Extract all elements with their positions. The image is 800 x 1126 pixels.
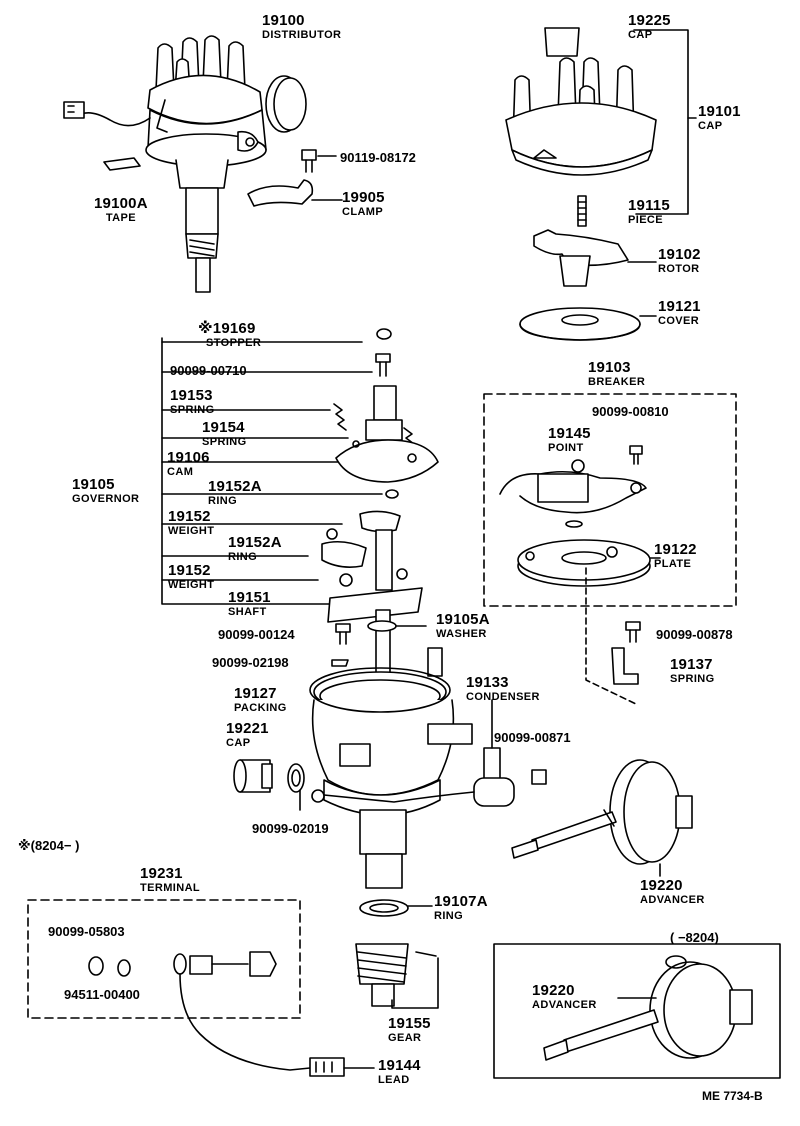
- washer-drawing: [367, 620, 397, 632]
- label-90099-00871: 90099-00871: [494, 730, 571, 745]
- old-vacuum-advancer-drawing: [543, 955, 753, 1061]
- label-19152-lower: 19152 WEIGHT: [168, 562, 215, 591]
- label-19153: 19153 SPRING: [170, 387, 215, 416]
- label-19221: 19221 CAP: [226, 720, 269, 749]
- label-19154: 19154 SPRING: [202, 419, 247, 448]
- label-19115: 19115 PIECE: [628, 197, 670, 226]
- label-19105A: 19105A WASHER: [436, 611, 490, 640]
- label-19122: 19122 PLATE: [654, 541, 697, 570]
- label-90099-00878: 90099-00878: [656, 627, 733, 642]
- production-note-from: ※(8204− ): [18, 838, 80, 853]
- screw-90099-00878-drawing: [625, 621, 641, 643]
- weight-lower-drawing: [321, 540, 367, 568]
- ring-19107A-drawing: [359, 899, 409, 917]
- label-19225: 19225 CAP: [628, 12, 671, 41]
- cam-drawing: [335, 385, 439, 483]
- production-note-to: ( −8204): [670, 930, 719, 945]
- breaker-point-drawing: [499, 459, 647, 528]
- spring-19137-drawing: [611, 647, 639, 685]
- gear-drawing: [355, 943, 437, 1007]
- terminal-parts-drawing: [173, 951, 277, 977]
- label-90099-00710: 90099-00710: [170, 363, 247, 378]
- terminal-group-outline: [27, 899, 301, 1019]
- label-19152-upper: 19152 WEIGHT: [168, 508, 215, 537]
- label-19144: 19144 LEAD: [378, 1057, 421, 1086]
- label-19127: 19127 PACKING: [234, 685, 287, 714]
- label-19155: 19155 GEAR: [388, 1015, 431, 1044]
- label-19133: 19133 CONDENSER: [466, 674, 540, 703]
- breaker-screw-drawing: [629, 445, 643, 465]
- label-19100A: 19100A TAPE: [94, 195, 148, 224]
- label-90099-02019: 90099-02019: [252, 821, 329, 836]
- label-90099-02198: 90099-02198: [212, 655, 289, 670]
- cap-19221-drawing: [233, 759, 273, 793]
- clamp-drawing: [247, 179, 314, 207]
- bolt-90119-08172-drawing: [301, 149, 337, 173]
- label-19151: 19151 SHAFT: [228, 589, 271, 618]
- label-90099-00124: 90099-00124: [218, 627, 295, 642]
- screw-90099-00871-drawing: [531, 769, 547, 785]
- label-19152A-upper: 19152A RING: [208, 478, 262, 507]
- label-19101: 19101 CAP: [698, 103, 741, 132]
- old-advancer-box: [493, 943, 781, 1079]
- label-90099-05803: 90099-05803: [48, 924, 125, 939]
- governor-bracket: [161, 337, 353, 605]
- label-19905: 19905 CLAMP: [342, 189, 385, 218]
- weight-upper-drawing: [359, 510, 401, 533]
- label-19137: 19137 SPRING: [670, 656, 715, 685]
- label-19106: 19106 CAM: [167, 449, 210, 478]
- label-94511-00400: 94511-00400: [64, 987, 140, 1002]
- label-19145: 19145 POINT: [548, 425, 591, 454]
- rotor-drawing: [533, 229, 629, 287]
- label-19169: ※19169 STOPPER: [198, 320, 262, 349]
- stopper-drawing: [376, 328, 392, 340]
- distributor-assembly-drawing: [63, 35, 307, 293]
- figure-code: ME 7734-B: [702, 1089, 763, 1103]
- breaker-plate-drawing: [517, 539, 651, 587]
- washer-90099-02019-drawing: [287, 763, 305, 793]
- screw-90099-00124-drawing: [335, 623, 351, 645]
- label-19107A: 19107A RING: [434, 893, 488, 922]
- label-19102: 19102 ROTOR: [658, 246, 701, 275]
- tape-drawing: [103, 157, 141, 171]
- label-19220-old-advancer: 19220 ADVANCER: [532, 982, 597, 1011]
- housing-drawing: [311, 647, 473, 889]
- label-19220-advancer: 19220 ADVANCER: [640, 877, 705, 906]
- label-90119-08172: 90119-08172: [340, 150, 416, 165]
- packing-drawing: [309, 667, 451, 713]
- vacuum-advancer-drawing: [511, 759, 693, 865]
- cover-drawing: [519, 307, 641, 341]
- distributor-cap-drawing: [505, 27, 657, 227]
- label-19152A-lower: 19152A RING: [228, 534, 282, 563]
- label-19103: 19103 BREAKER: [588, 359, 646, 388]
- lead-wire-drawing: [179, 973, 311, 1071]
- label-19105: 19105 GOVERNOR: [72, 476, 140, 505]
- label-90099-00810: 90099-00810: [592, 404, 669, 419]
- label-19231: 19231 TERMINAL: [140, 865, 201, 894]
- breaker-group-outline: [483, 393, 737, 607]
- label-19100: 19100 DISTRIBUTOR: [262, 12, 342, 41]
- label-19121: 19121 COVER: [658, 298, 701, 327]
- screw-90099-00710-drawing: [375, 353, 391, 377]
